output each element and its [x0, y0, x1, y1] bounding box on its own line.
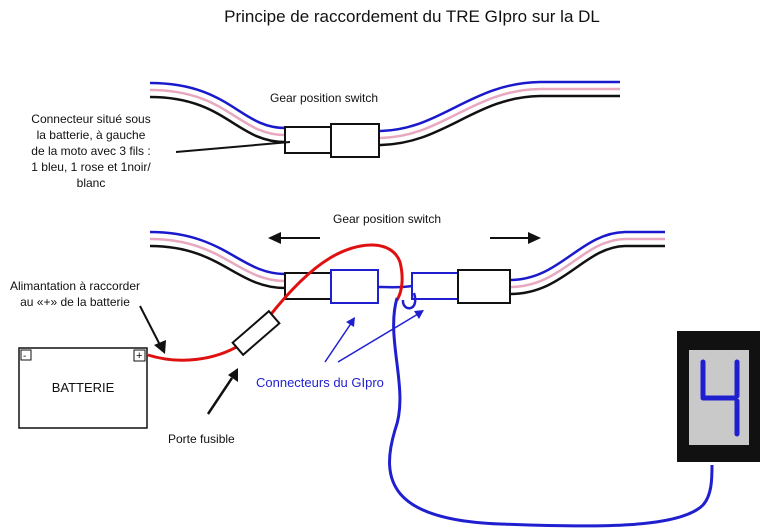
- glpro-arrowhead-left: [346, 317, 355, 327]
- battery: - + BATTERIE: [18, 347, 148, 429]
- diagram-title: Principe de raccordement du TRE GIpro su…: [224, 7, 600, 26]
- bottom-left-wire-blue: [149, 230, 286, 276]
- connector-note-pointer: [175, 141, 291, 153]
- arrow-right-icon: [528, 232, 541, 244]
- top-connector-right: [330, 123, 380, 158]
- top-right-wire-pink: [377, 87, 620, 140]
- connector-note-line-3: de la moto avec 3 fils :: [31, 144, 150, 158]
- glpro-pointer-left: [324, 321, 353, 363]
- connector-note: Connecteur situé sous la batterie, à gau…: [31, 112, 151, 190]
- top-left-wire-blue: [149, 81, 286, 130]
- fuse-pointer: [206, 377, 234, 415]
- top-gear-switch-label: Gear position switch: [270, 91, 378, 105]
- power-note-arrowhead: [154, 340, 166, 354]
- power-note-line-1: Alimantation à raccorder: [10, 279, 140, 293]
- arrow-left-icon: [268, 232, 281, 244]
- bottom-gear-switch-label: Gear position switch: [333, 212, 441, 226]
- power-note-line-2: au «+» de la batterie: [20, 295, 130, 309]
- bottom-right-wire-black: [509, 244, 665, 296]
- glpro-link-wire: [377, 284, 413, 289]
- glpro-display-wire: [388, 297, 714, 528]
- bottom-left-wire-black: [149, 244, 286, 290]
- glpro-connector-right: [411, 272, 460, 300]
- connector-note-line-4: 1 bleu, 1 rose et 1noir/: [31, 160, 151, 174]
- bottom-harness: [149, 230, 665, 304]
- bottom-connector-left: [284, 272, 333, 300]
- battery-body: [18, 347, 148, 429]
- power-wire: [147, 243, 404, 362]
- connector-note-line-5: blanc: [77, 176, 106, 190]
- display-digit-4-icon: [700, 359, 740, 437]
- battery-plus-terminal: [133, 349, 146, 362]
- bottom-right-wire-blue: [509, 230, 665, 282]
- connector-note-line-1: Connecteur situé sous: [31, 112, 150, 126]
- bottom-connector-right: [457, 269, 511, 304]
- gear-display: [677, 331, 760, 462]
- glpro-pointer-right: [337, 313, 419, 363]
- split-arrows: [268, 232, 541, 244]
- battery-minus-terminal: [20, 349, 32, 361]
- top-left-wire-black: [149, 95, 286, 144]
- top-right-wire-blue: [377, 80, 620, 133]
- power-note-pointer: [139, 305, 161, 346]
- connector-note-line-2: la batterie, à gauche: [37, 128, 146, 142]
- fuse-label: Porte fusible: [168, 432, 235, 446]
- glpro-wire-stub: [401, 292, 417, 310]
- glpro-arrowhead-right: [414, 310, 424, 319]
- bottom-right-wire-pink: [509, 237, 665, 289]
- battery-plus-sign: +: [136, 350, 142, 362]
- glpro-connector-left: [330, 269, 379, 304]
- top-harness: [149, 80, 620, 158]
- fuse-arrowhead: [228, 368, 238, 382]
- battery-minus-sign: -: [23, 351, 26, 362]
- fuse-holder: [231, 309, 281, 357]
- top-left-wire-pink: [149, 88, 286, 137]
- glpro-connectors-label: Connecteurs du GIpro: [256, 375, 384, 390]
- fuse-body: [231, 309, 281, 357]
- top-right-wire-black: [377, 94, 620, 147]
- bottom-left-wire-pink: [149, 237, 286, 283]
- top-connector-left: [284, 126, 333, 154]
- battery-label: BATTERIE: [52, 380, 115, 395]
